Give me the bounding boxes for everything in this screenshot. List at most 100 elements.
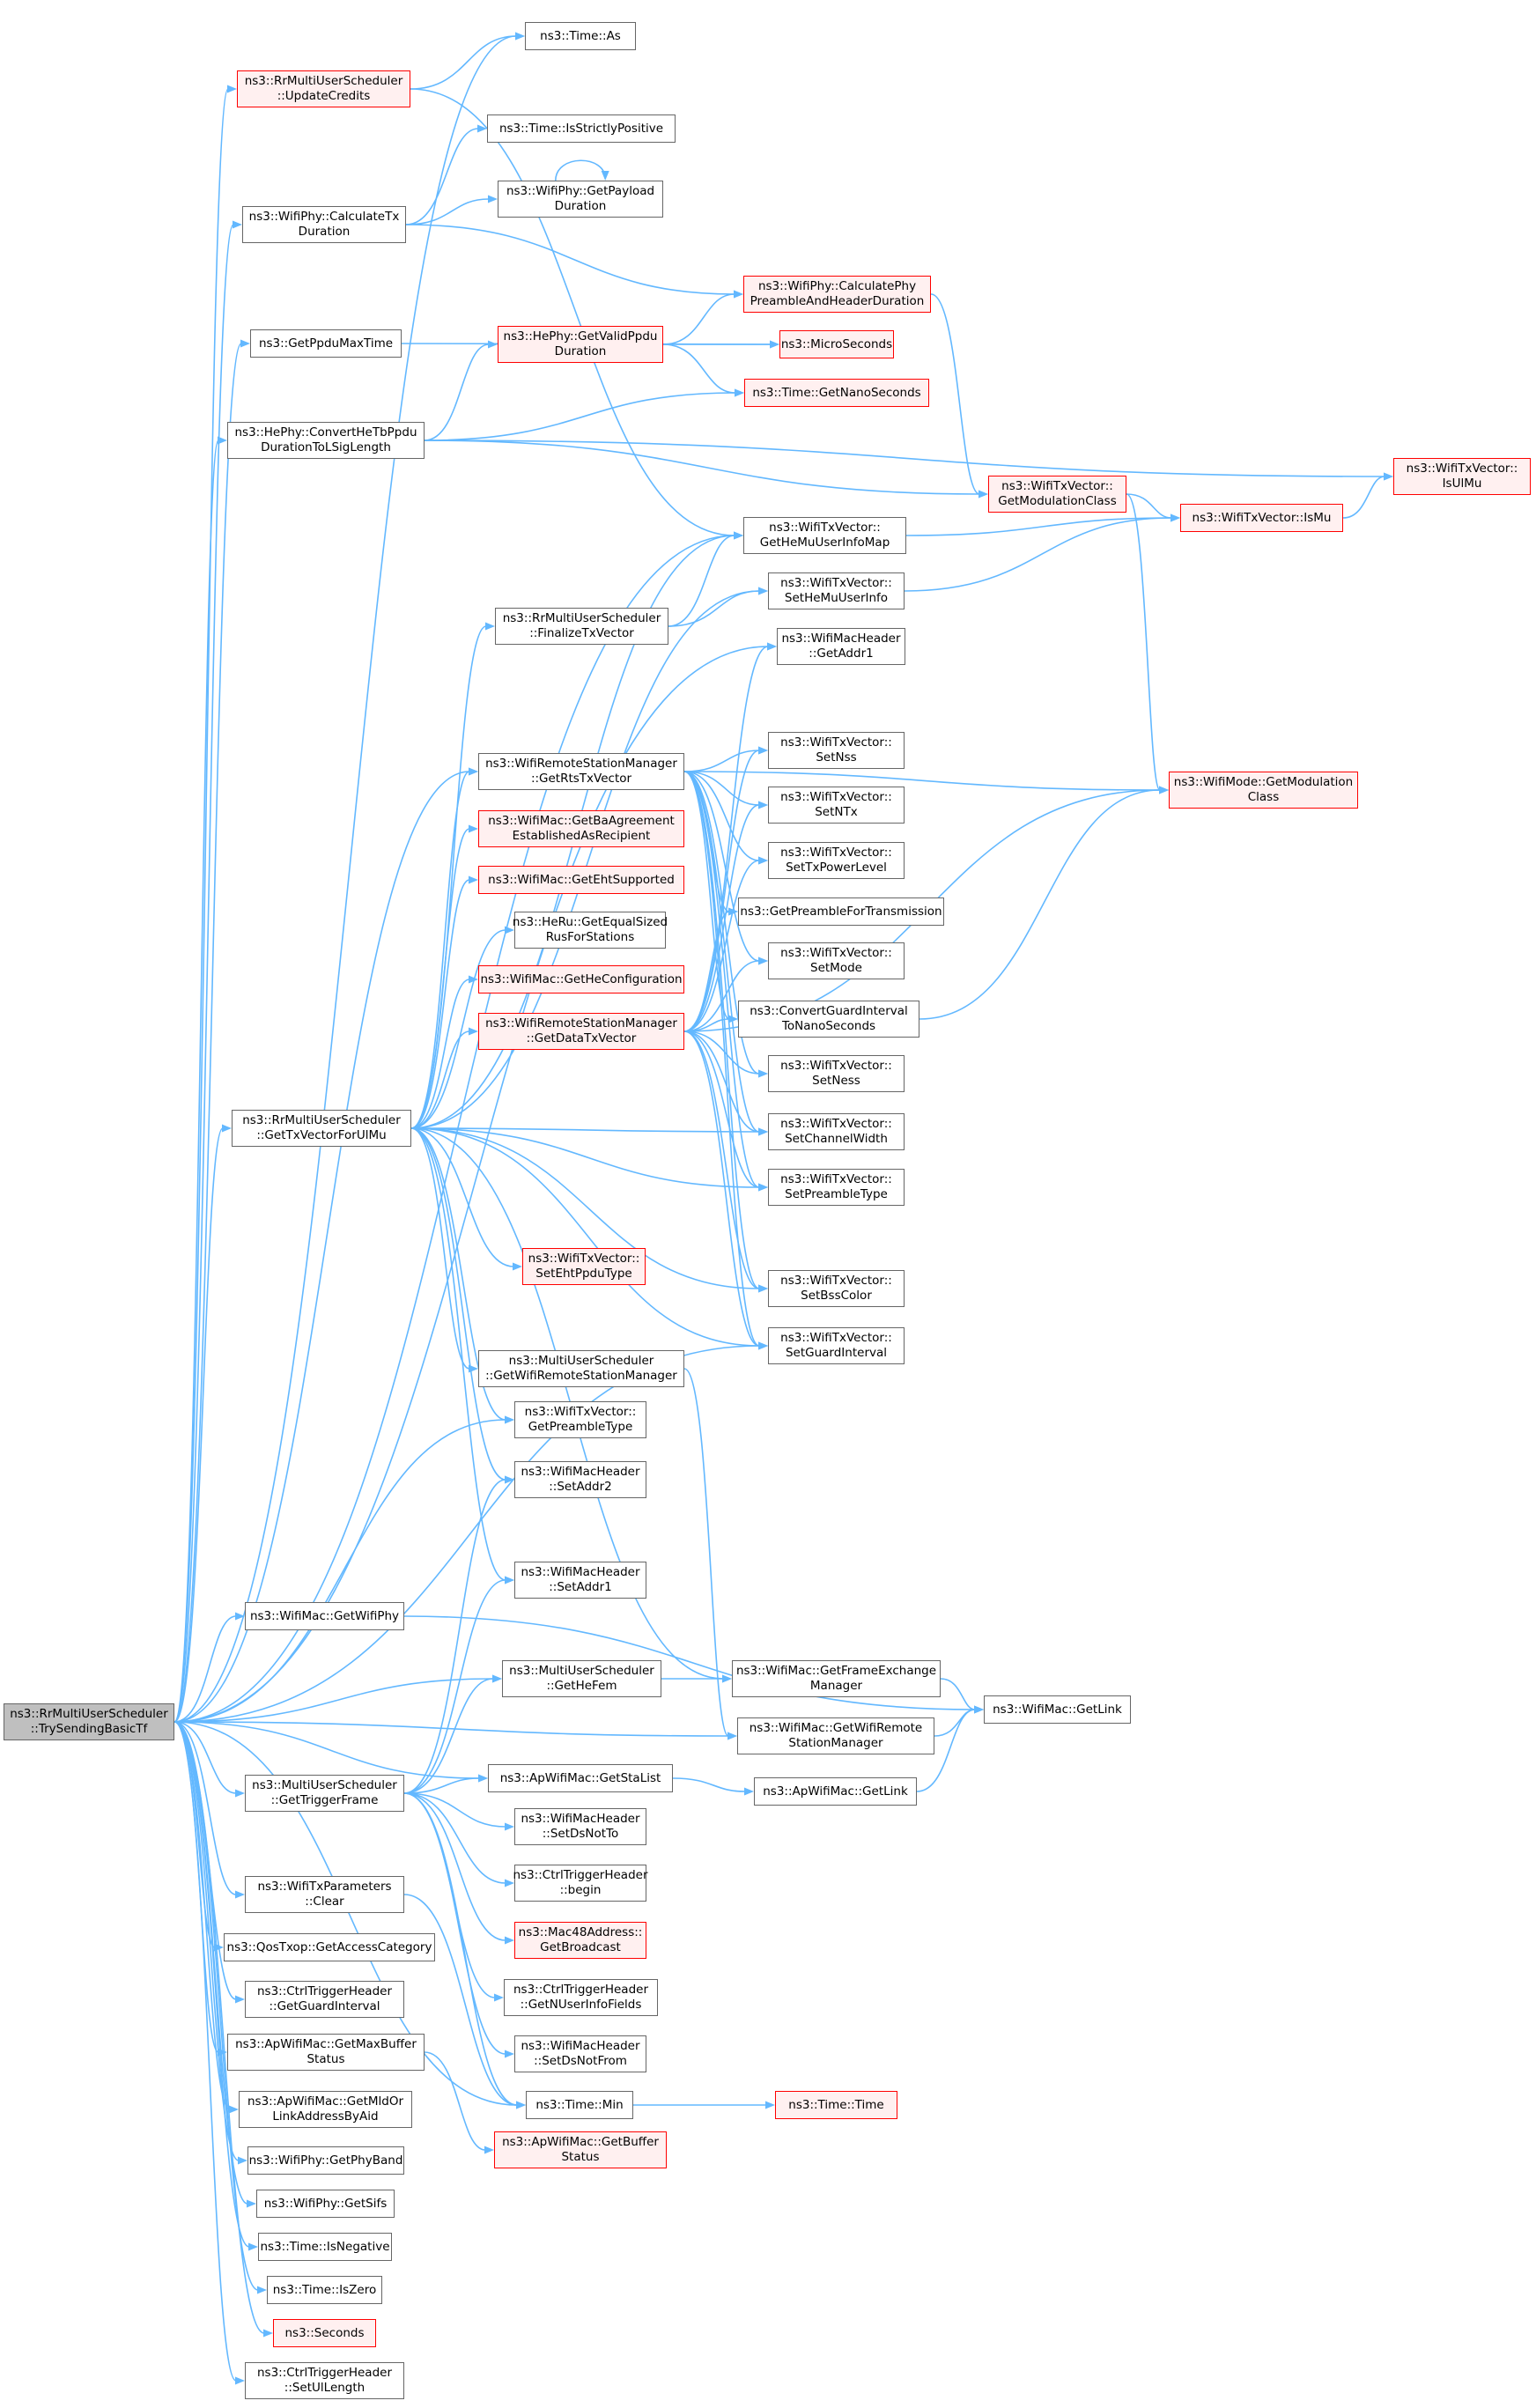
edge-hephy_getvalidppduduration-to-time_getnanoseconds (662, 343, 736, 394)
edge-rr_gettxvectorforulmu-to-wifimac_getehtsupported (410, 879, 470, 1129)
edge-arrowhead (227, 85, 237, 93)
node-qostxop-getaccesscategory[interactable]: ns3::QosTxop::GetAccessCategory (224, 1933, 435, 1961)
node-apwifimac-getstalist[interactable]: ns3::ApWifiMac::GetStaList (488, 1764, 673, 1792)
node-wrsm-getdatatxvector[interactable]: ns3::WifiRemoteStationManager::GetDataTx… (478, 1013, 684, 1050)
node-apwifimac-getlink[interactable]: ns3::ApWifiMac::GetLink (754, 1777, 917, 1806)
node-wifitxparameters-clear[interactable]: ns3::WifiTxParameters::Clear (245, 1876, 404, 1913)
node-mus-gettriggerframe[interactable]: ns3::MultiUserScheduler::GetTriggerFrame (245, 1775, 404, 1812)
node-time-isstrictlypositive[interactable]: ns3::Time::IsStrictlyPositive (487, 114, 676, 143)
edge-arrowhead (505, 2050, 514, 2058)
node-mus-getwifiremotestationmanager[interactable]: ns3::MultiUserScheduler::GetWifiRemoteSt… (478, 1350, 684, 1387)
edge-wifiphy_calculatetxduration-to-wifiphy_calculatephypreamble (405, 224, 735, 295)
node-wifimacheader-setdsnotfrom[interactable]: ns3::WifiMacHeader::SetDsNotFrom (514, 2035, 646, 2072)
edge-root-to-mus_gettriggerframe (174, 1721, 237, 1794)
edge-apwifimac_getmaxbufferstatus-to-apwifimac_getbufferstatus (424, 2051, 486, 2151)
node-wifimacheader-setaddr2[interactable]: ns3::WifiMacHeader::SetAddr2 (514, 1461, 646, 1498)
edge-rr_gettxvectorforulmu-to-wifimacheader_setaddr2 (410, 1127, 506, 1481)
node-wifitxvector-setnss[interactable]: ns3::WifiTxVector::SetNss (768, 732, 905, 769)
edge-wifiphy_calculatetxduration-to-time_isstrictlypositive (405, 128, 479, 225)
node-wifitxvector-settxpowerlevel[interactable]: ns3::WifiTxVector::SetTxPowerLevel (768, 842, 905, 879)
edge-convertguardinterval-to-wifimode_getmodulationclass (919, 789, 1161, 1020)
node-wifitxvector-setmode[interactable]: ns3::WifiTxVector::SetMode (768, 942, 905, 979)
node-ctrltriggerheader-begin[interactable]: ns3::CtrlTriggerHeader::begin (513, 1865, 648, 1902)
node-wifimacheader-setdsnotto[interactable]: ns3::WifiMacHeader::SetDsNotTo (514, 1808, 646, 1845)
edge-rr_gettxvectorforulmu-to-wifimac_getbaagreement (410, 828, 470, 1129)
edge-arrowhead (758, 587, 768, 595)
edge-wrsm_getrtstxvector-to-wifitxvector_setpreambletype (683, 771, 760, 1188)
node-wrsm-getrtstxvector[interactable]: ns3::WifiRemoteStationManager::GetRtsTxV… (478, 753, 684, 790)
node-wifitxvector-setehtppdutype[interactable]: ns3::WifiTxVector::SetEhtPpduType (522, 1248, 646, 1285)
node-time-time[interactable]: ns3::Time::Time (775, 2091, 897, 2119)
edge-arrowhead (263, 2329, 273, 2338)
node-wifimac-getwifiphy[interactable]: ns3::WifiMac::GetWifiPhy (245, 1602, 404, 1630)
edge-root-to-time_as (174, 35, 517, 1723)
node-rr-finalizetxvector[interactable]: ns3::RrMultiUserScheduler::FinalizeTxVec… (495, 608, 668, 645)
node-wifitxvector-setntx[interactable]: ns3::WifiTxVector::SetNTx (768, 787, 905, 824)
node-wifitxvector-ismu[interactable]: ns3::WifiTxVector::IsMu (1180, 504, 1343, 532)
node-rr-gettxvectorforulmu[interactable]: ns3::RrMultiUserScheduler::GetTxVectorFo… (232, 1110, 411, 1147)
edge-rr_gettxvectorforulmu-to-wifitxvector_getpreambletype (410, 1127, 506, 1421)
node-microseconds[interactable]: ns3::MicroSeconds (779, 330, 894, 358)
node-wifitxvector-setchannelwidth[interactable]: ns3::WifiTxVector::SetChannelWidth (768, 1113, 905, 1150)
edge-arrowhead (469, 824, 478, 833)
edge-arrowhead (1384, 472, 1393, 481)
node-rr-updatecredits[interactable]: ns3::RrMultiUserScheduler::UpdateCredits (237, 70, 410, 107)
node-wifimac-getlink[interactable]: ns3::WifiMac::GetLink (984, 1695, 1131, 1724)
node-time-iszero[interactable]: ns3::Time::IsZero (267, 2276, 382, 2304)
node-time-getnanoseconds[interactable]: ns3::Time::GetNanoSeconds (744, 379, 929, 407)
node-wifitxvector-setpreambletype[interactable]: ns3::WifiTxVector::SetPreambleType (768, 1169, 905, 1206)
node-mac48address-getbroadcast[interactable]: ns3::Mac48Address::GetBroadcast (514, 1922, 646, 1959)
node-wifiphy-getphyband[interactable]: ns3::WifiPhy::GetPhyBand (247, 2146, 404, 2175)
node-wifitxvector-gethemuuserinfomap[interactable]: ns3::WifiTxVector::GetHeMuUserInfoMap (743, 517, 906, 554)
node-mus-gethefem[interactable]: ns3::MultiUserScheduler::GetHeFem (502, 1660, 661, 1697)
node-wifitxvector-getmodulationclass[interactable]: ns3::WifiTxVector::GetModulationClass (988, 476, 1126, 513)
node-time-isnegative[interactable]: ns3::Time::IsNegative (258, 2233, 392, 2261)
node-wifimacheader-getaddr1[interactable]: ns3::WifiMacHeader::GetAddr1 (777, 628, 905, 665)
node-ctrltriggerheader-getnuserinfofields[interactable]: ns3::CtrlTriggerHeader::GetNUserInfoFiel… (504, 1979, 658, 2016)
node-wifitxvector-setguardinterval[interactable]: ns3::WifiTxVector::SetGuardInterval (768, 1327, 905, 1364)
edge-arrowhead (758, 1341, 768, 1350)
node-ctrltriggerheader-setullength[interactable]: ns3::CtrlTriggerHeader::SetUlLength (245, 2362, 404, 2399)
node-wifitxvector-setbsscolor[interactable]: ns3::WifiTxVector::SetBssColor (768, 1270, 905, 1307)
node-wifimac-getehtsupported[interactable]: ns3::WifiMac::GetEhtSupported (478, 866, 684, 894)
node-time-min[interactable]: ns3::Time::Min (526, 2091, 633, 2119)
node-wifimacheader-setaddr1[interactable]: ns3::WifiMacHeader::SetAddr1 (514, 1562, 646, 1599)
node-getpreamblefortransmission[interactable]: ns3::GetPreambleForTransmission (738, 897, 944, 926)
node-seconds[interactable]: ns3::Seconds (273, 2319, 376, 2347)
node-wifitxvector-setness[interactable]: ns3::WifiTxVector::SetNess (768, 1055, 905, 1092)
edge-arrowhead (235, 2376, 245, 2385)
node-ctrltriggerheader-getguardinterval[interactable]: ns3::CtrlTriggerHeader::GetGuardInterval (245, 1981, 404, 2018)
node-getppdumaxtime[interactable]: ns3::GetPpduMaxTime (250, 329, 402, 358)
node-wifitxvector-getpreambletype[interactable]: ns3::WifiTxVector::GetPreambleType (514, 1401, 646, 1438)
edge-wrsm_getdatatxvector-to-getpreamblefortransmission (683, 911, 730, 1032)
edge-wifitxvector_sethemuuserinfo-to-wifitxvector_ismu (904, 517, 1172, 592)
edge-wrsm_getdatatxvector-to-wifitxvector_setpreambletype (683, 1030, 760, 1188)
edge-arrowhead (734, 290, 743, 299)
edge-rr_gettxvectorforulmu-to-wifitxvector_setguardinterval (410, 1127, 760, 1347)
node-wifimac-getheconfiguration[interactable]: ns3::WifiMac::GetHeConfiguration (478, 965, 684, 993)
node-time-as[interactable]: ns3::Time::As (525, 22, 636, 50)
node-wifiphy-getsifs[interactable]: ns3::WifiPhy::GetSifs (256, 2190, 395, 2218)
edge-mus_gettriggerframe-to-wifimacheader_setaddr1 (403, 1579, 506, 1794)
edge-arrowhead (728, 1015, 738, 1023)
node-wifitxvector-isulmu[interactable]: ns3::WifiTxVector::IsUlMu (1393, 458, 1531, 495)
node-wifitxvector-sethemuuserinfo[interactable]: ns3::WifiTxVector::SetHeMuUserInfo (768, 572, 905, 609)
edge-arrowhead (505, 926, 514, 934)
edge-arrowhead (469, 767, 478, 776)
edge-arrowhead (1170, 513, 1180, 522)
edge-arrowhead (488, 340, 498, 349)
